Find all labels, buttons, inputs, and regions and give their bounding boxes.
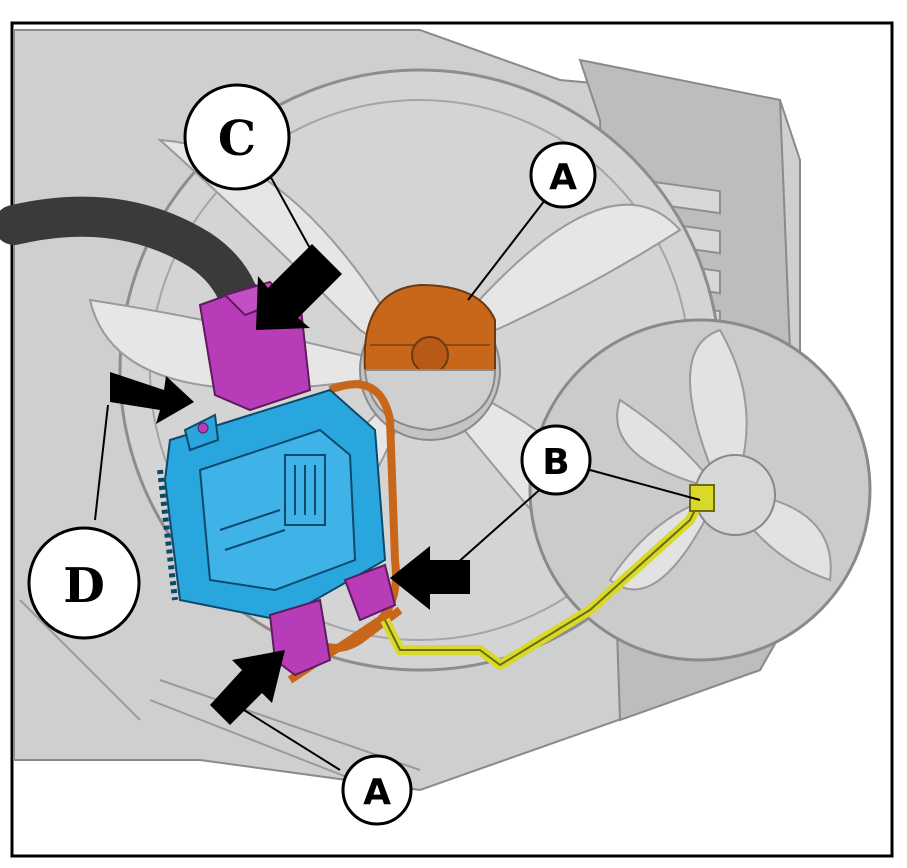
arrow-a-bottom xyxy=(210,650,285,725)
leader-lines xyxy=(94,171,701,771)
callout-c: C xyxy=(183,83,291,191)
fan-control-module xyxy=(157,388,387,622)
fan-motor-a xyxy=(363,283,497,432)
callout-b-label: B xyxy=(542,442,569,483)
callout-a-bottom: A xyxy=(341,754,413,826)
callout-d-label: D xyxy=(63,558,105,614)
callout-d: D xyxy=(27,526,141,640)
arrow-c xyxy=(256,244,342,330)
callout-b: B xyxy=(520,424,592,496)
callout-c-label: C xyxy=(218,111,256,167)
callout-a-bottom-label: A xyxy=(363,772,391,813)
connector-b xyxy=(343,563,397,622)
callout-a-top: A xyxy=(529,141,597,209)
callout-a-top-label: A xyxy=(549,157,577,198)
arrow-d xyxy=(110,372,194,424)
main-harness-cable xyxy=(0,196,260,320)
motor-a-harness xyxy=(287,380,400,684)
arrow-b xyxy=(390,546,470,610)
